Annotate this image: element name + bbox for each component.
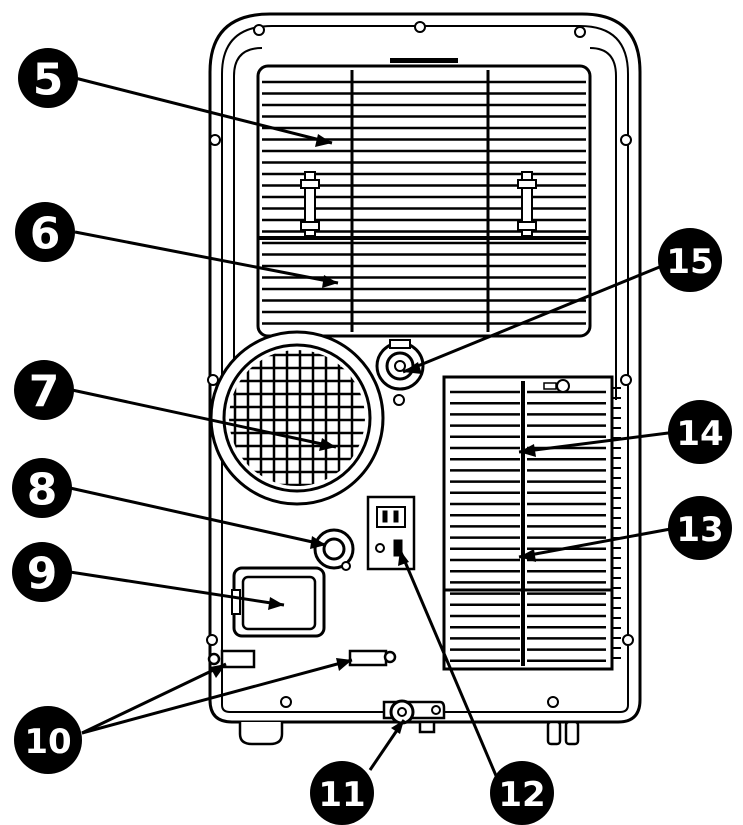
callout-10-number: 10 — [24, 722, 71, 762]
callout-6-number: 6 — [30, 209, 61, 260]
callout-5-number: 5 — [33, 55, 64, 106]
callout-14: 14 — [668, 400, 732, 464]
leader-line-12 — [398, 549, 499, 779]
leader-line-8 — [69, 486, 327, 547]
leader-line-5 — [74, 76, 333, 145]
callout-12-badge — [490, 761, 554, 825]
callout-5-badge — [18, 48, 78, 108]
callout-6-badge — [15, 202, 75, 262]
power-socket — [366, 495, 416, 571]
unit-feet — [238, 720, 580, 746]
callout-13: 13 — [668, 496, 732, 560]
callout-9: 9 — [12, 542, 72, 602]
callout-12-number: 12 — [498, 775, 545, 815]
upper-air-filter-grille — [256, 58, 592, 338]
leader-line-10a — [81, 662, 227, 735]
bottom-drain-outlet — [382, 699, 446, 725]
leader-line-9 — [69, 570, 285, 607]
callout-15: 15 — [658, 228, 722, 292]
callout-8: 8 — [12, 458, 72, 518]
callout-12: 12 — [490, 761, 554, 825]
leader-lines — [69, 76, 677, 779]
callout-14-number: 14 — [676, 414, 723, 454]
callout-10-badge — [14, 706, 82, 774]
callout-9-number: 9 — [27, 549, 58, 600]
callout-14-badge — [668, 400, 732, 464]
callout-11: 11 — [310, 761, 374, 825]
callout-8-number: 8 — [27, 465, 58, 516]
power-cord-holder — [231, 566, 326, 638]
callout-6: 6 — [15, 202, 75, 262]
exhaust-air-outlet — [209, 330, 385, 506]
callout-7: 7 — [14, 360, 74, 420]
leader-line-13 — [518, 526, 677, 559]
callout-13-number: 13 — [676, 510, 723, 550]
leader-line-14 — [518, 430, 677, 454]
callout-7-number: 7 — [29, 367, 60, 418]
callout-5: 5 — [18, 48, 78, 108]
callout-10: 10 — [14, 706, 82, 774]
lower-air-filter-grille — [442, 375, 621, 671]
upper-drain-outlet — [313, 528, 355, 571]
body-screws — [206, 21, 634, 708]
callout-11-badge — [310, 761, 374, 825]
leader-line-7 — [71, 388, 337, 449]
leader-line-15 — [402, 264, 663, 374]
callout-7-badge — [14, 360, 74, 420]
callout-13-badge — [668, 496, 732, 560]
leader-line-10b — [81, 658, 353, 735]
carry-handles — [207, 649, 397, 669]
leader-line-6 — [74, 230, 339, 285]
callout-8-badge — [12, 458, 72, 518]
callout-15-badge — [658, 228, 722, 292]
callout-9-badge — [12, 542, 72, 602]
callout-15-number: 15 — [666, 242, 713, 282]
callout-11-number: 11 — [318, 775, 365, 815]
continuous-drain-outlet — [375, 339, 425, 391]
leader-arrowheads — [210, 134, 536, 734]
